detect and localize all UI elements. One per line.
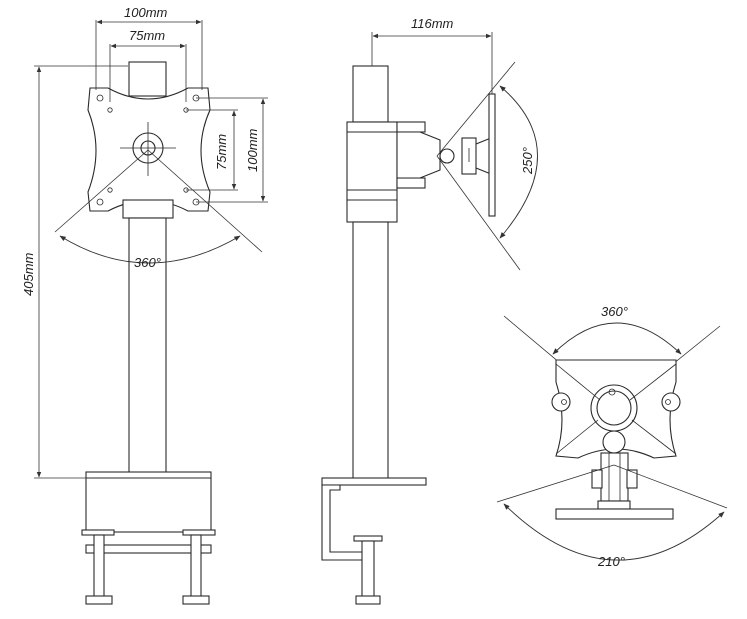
front-plate-hole bbox=[96, 94, 104, 102]
side-pole bbox=[352, 221, 389, 481]
side-vesa-plate bbox=[488, 93, 496, 217]
front-clamp-pad-left bbox=[81, 529, 115, 536]
side-arm-body bbox=[396, 131, 441, 179]
front-clamp-screw-right bbox=[190, 534, 202, 598]
side-arm-upper bbox=[396, 121, 426, 133]
side-collar bbox=[346, 121, 398, 223]
side-tilt-joint bbox=[439, 148, 455, 164]
dim-116mm-depth: 116mm bbox=[411, 16, 454, 31]
top-view: 360° 210° bbox=[496, 304, 728, 569]
front-view: 360° 100mm 75mm 75mm 100mm 405mm bbox=[21, 5, 268, 605]
top-center-hub bbox=[590, 384, 638, 432]
front-rotation-label: 360° bbox=[134, 255, 161, 270]
top-arm bbox=[600, 452, 629, 502]
top-swivel-arc bbox=[503, 503, 725, 561]
side-clamp-pad bbox=[353, 535, 383, 542]
side-clamp-screw bbox=[361, 540, 375, 598]
front-clamp-base bbox=[85, 471, 212, 533]
front-foot-right bbox=[182, 595, 210, 605]
top-arm-joint bbox=[602, 430, 626, 454]
side-tilt-arc bbox=[499, 85, 538, 239]
top-arm-side-left bbox=[591, 469, 603, 489]
front-arm-block bbox=[122, 199, 174, 219]
top-plate-knob-left bbox=[551, 392, 571, 412]
top-arm-side-right bbox=[626, 469, 638, 489]
dim-405mm-height: 405mm bbox=[21, 252, 36, 296]
front-vesa-plate bbox=[87, 87, 211, 212]
front-plate-hole bbox=[96, 198, 104, 206]
top-swivel-label: 210° bbox=[597, 554, 625, 569]
side-clamp-top bbox=[321, 477, 427, 486]
top-arm-mount bbox=[597, 500, 631, 510]
top-rotation-arc bbox=[552, 322, 682, 355]
top-plate-knob-right bbox=[661, 392, 681, 412]
front-pole bbox=[128, 217, 167, 475]
top-rotation-label: 360° bbox=[601, 304, 628, 319]
side-tilt-label: 250° bbox=[520, 147, 535, 175]
front-plate-hole bbox=[107, 187, 113, 193]
front-clamp-screw-left bbox=[93, 534, 105, 598]
top-plate-edge bbox=[555, 508, 674, 520]
side-pole-top bbox=[352, 65, 389, 123]
dim-75mm-height: 75mm bbox=[214, 134, 229, 170]
dim-100mm-width: 100mm bbox=[124, 5, 168, 20]
dim-100mm-height: 100mm bbox=[245, 128, 260, 172]
dim-75mm-width: 75mm bbox=[129, 28, 165, 43]
front-clamp-bar bbox=[85, 544, 212, 554]
front-clamp-pad-right bbox=[182, 529, 216, 536]
front-plate-hole bbox=[107, 107, 113, 113]
front-pole-top bbox=[128, 61, 167, 97]
side-view: 116mm 250° bbox=[321, 16, 538, 605]
side-clamp-knob bbox=[355, 595, 381, 605]
front-foot-left bbox=[85, 595, 113, 605]
front-rotation-arc bbox=[59, 235, 241, 264]
side-arm-lower bbox=[396, 177, 426, 189]
